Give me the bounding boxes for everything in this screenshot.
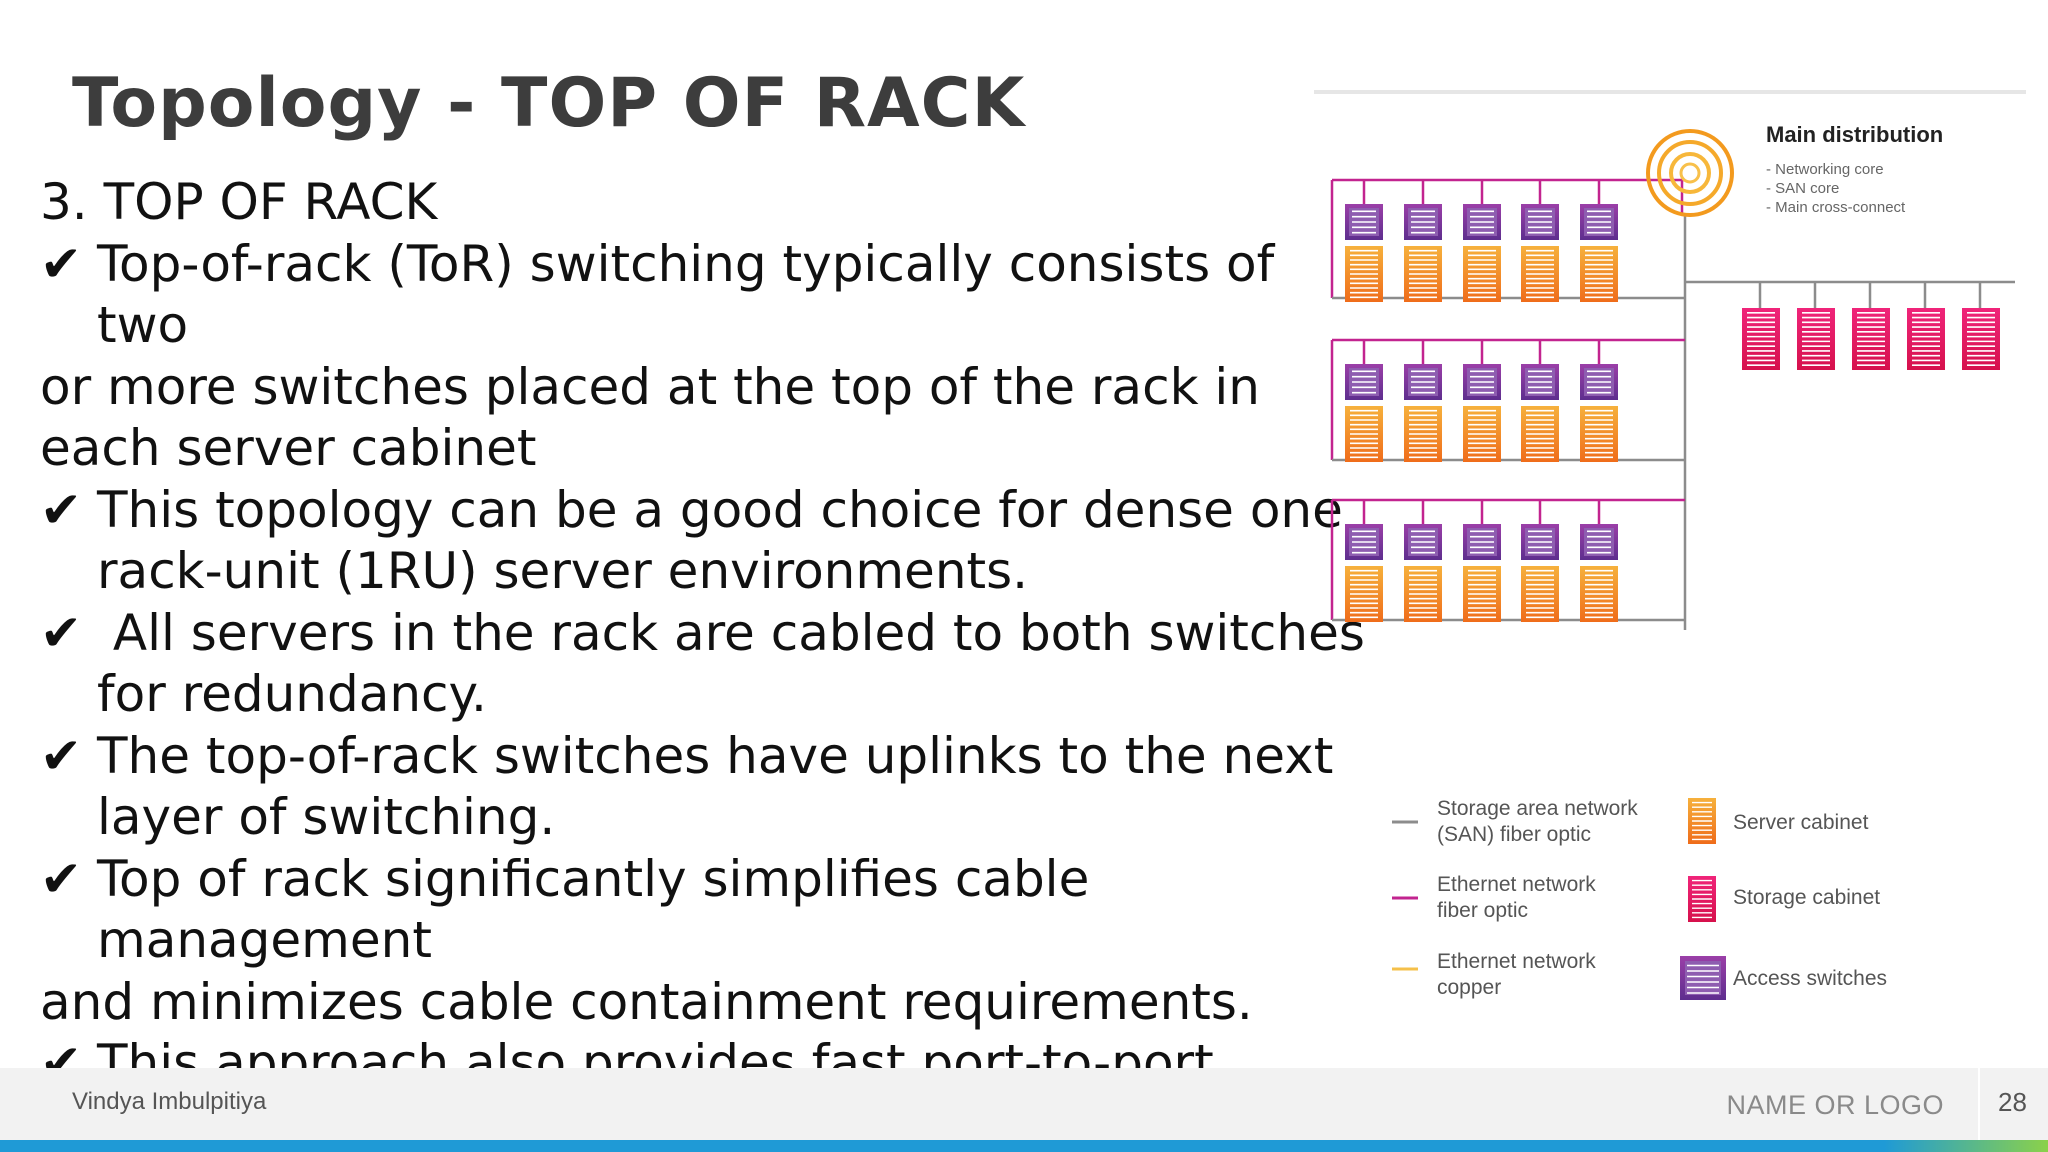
line-text: each server cabinet [40,419,537,477]
legend-label: Storage area network [1437,797,1638,820]
line-text: or more switches placed at the top of th… [40,357,1260,416]
footer-bar [0,1068,2048,1140]
line-text: rack-unit (1RU) server environments. [97,542,1029,600]
text-line: each server cabinet [40,418,1320,480]
checkmark-icon: ✔ [40,603,82,662]
legend-label: Ethernet network [1437,950,1596,973]
line-text: The top-of-rack switches have uplinks to… [97,726,1334,785]
legend-label: Storage cabinet [1733,886,1880,909]
text-line: and minimizes cable containment requirem… [40,972,1320,1034]
cabinets [1345,204,2000,622]
text-line: for redundancy. [40,664,1320,726]
text-line: layer of switching. [40,787,1320,849]
line-text: management [97,911,432,969]
bullet-line: ✔ Top-of-rack (ToR) switching typically c… [40,234,1320,296]
slide-title: Topology - TOP OF RACK [72,64,1026,143]
legend-label: Ethernet network [1437,873,1596,896]
text-line: 3. TOP OF RACK [40,172,1320,234]
line-text: 3. TOP OF RACK [40,173,438,231]
checkmark-icon: ✔ [40,234,82,293]
line-text: and minimizes cable containment requirem… [40,972,1253,1031]
line-text: Top of rack significantly simplifies cab… [97,849,1090,908]
checkmark-icon: ✔ [40,849,82,908]
line-text: Top-of-rack (ToR) switching typically co… [97,234,1275,293]
text-line: rack-unit (1RU) server environments. [40,541,1320,603]
logo-placeholder: NAME OR LOGO [1726,1090,1944,1120]
bullet-line: ✔ The top-of-rack switches have uplinks t… [40,726,1333,788]
cabling [1330,178,2015,630]
page-number: 28 [1998,1087,2027,1117]
text-line: two [40,295,1320,357]
legend: Storage area network (SAN) fiber optic E… [1392,797,1887,1000]
bottom-accent-stripe [0,1140,2048,1152]
legend-label: (SAN) fiber optic [1437,823,1591,846]
main-distribution-item: - Main cross-connect [1766,199,1906,216]
main-distribution-title: Main distribution [1766,122,1943,147]
bullet-line: ✔ This topology can be a good choice for … [40,480,1343,542]
line-text: All servers in the rack are cabled to bo… [97,603,1365,662]
legend-label: copper [1437,976,1501,999]
legend-label: Access switches [1733,967,1887,990]
legend-label: Server cabinet [1733,811,1869,834]
bullet-line: ✔ All servers in the rack are cabled to … [40,603,1365,665]
line-text: This topology can be a good choice for d… [97,480,1343,539]
footer-divider [1978,1068,1980,1140]
access-switch-icon-face [1685,961,1721,995]
line-text: two [97,296,189,354]
legend-label: fiber optic [1437,899,1528,922]
line-text: layer of switching. [97,788,556,846]
line-text: for redundancy. [97,665,487,723]
text-line: management [40,910,1320,972]
checkmark-icon: ✔ [40,726,82,785]
main-distribution-item: - Networking core [1766,161,1884,178]
main-distribution-icon [1646,129,1734,217]
main-distribution-item: - SAN core [1766,180,1839,197]
top-of-rack-diagram: Main distribution - Networking core - SA… [1314,90,2026,1000]
checkmark-icon: ✔ [40,480,82,539]
body-text: 3. TOP OF RACK✔Top-of-rack (ToR) switchi… [40,172,1365,1152]
author-name: Vindya Imbulpitiya [72,1088,267,1115]
bullet-line: ✔ Top of rack significantly simplifies ca… [40,849,1320,911]
text-line: or more switches placed at the top of th… [40,357,1320,419]
